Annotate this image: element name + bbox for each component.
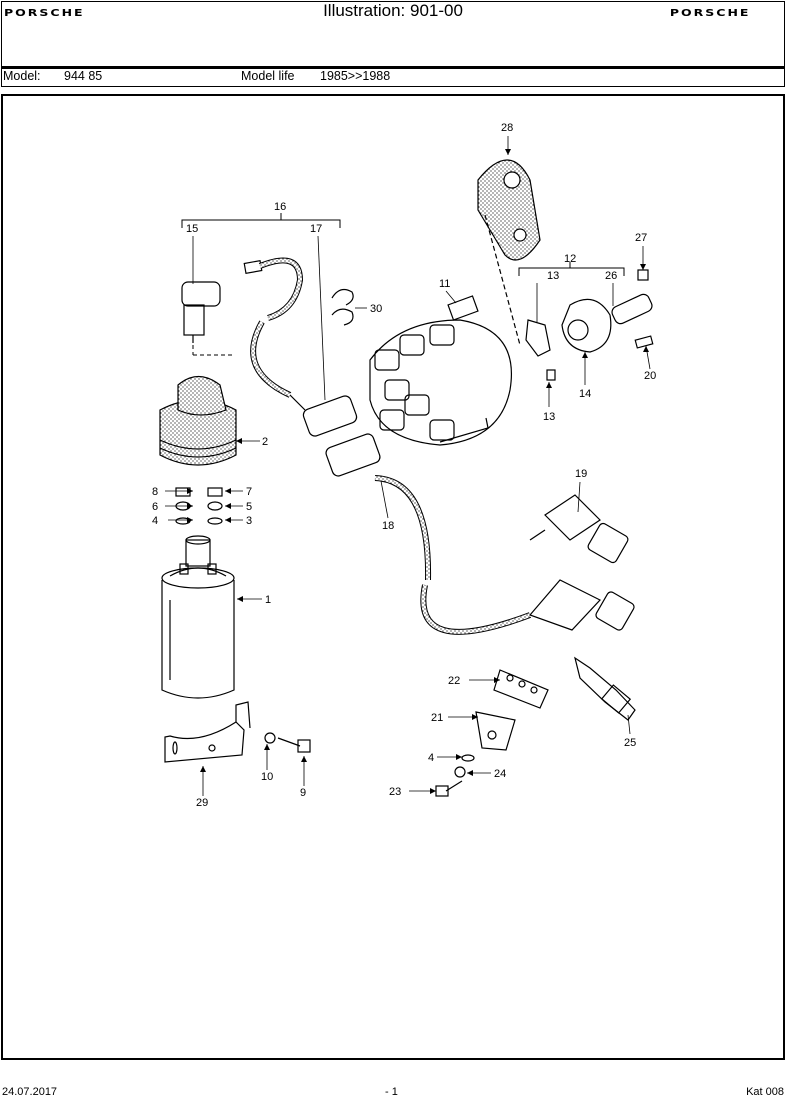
ignition-lead-16-drawing [243,257,358,437]
model-life-value: 1985>>1988 [320,69,391,83]
callout-11: 11 [439,278,450,290]
gasket-28-drawing [477,159,541,346]
model-value: 944 85 [64,69,103,83]
callout-4a: 4 [152,515,158,527]
illustration-title: Illustration: 901-00 [323,1,463,20]
spark-plug-drawing [574,656,636,721]
callout-10: 10 [261,771,273,783]
callout-17: 17 [310,223,322,235]
callout-16: 16 [274,201,286,213]
callout-3: 3 [246,515,252,527]
callout-6: 6 [152,501,158,513]
callout-19: 19 [575,468,587,480]
callout-24: 24 [494,768,506,780]
callout-18: 18 [382,520,394,532]
callout-labels: 1 2 3 4 5 6 7 8 9 10 11 12 13 13 14 15 1… [152,122,656,809]
model-life-label: Model life [241,69,295,83]
rotor-assembly-drawing [525,269,654,381]
ignition-lead-18-drawing [325,433,635,635]
model-bar [1,68,785,87]
footer-date: 24.07.2017 [2,1086,58,1098]
callout-2: 2 [262,436,268,448]
footer-catalog: Kat 008 [746,1086,784,1098]
callout-20: 20 [644,370,656,382]
callout-26: 26 [605,270,617,282]
callout-25: 25 [624,737,636,749]
callout-13a: 13 [547,270,559,282]
clip-30-drawing [331,288,354,326]
callout-1: 1 [265,594,271,606]
callout-4b: 4 [428,752,434,764]
coil-bracket-drawing [164,701,311,763]
distributor-cap-drawing [369,295,512,446]
callout-9: 9 [300,787,306,799]
callout-29: 29 [196,797,208,809]
callout-12: 12 [564,253,576,265]
model-label: Model: [3,69,41,83]
nuts-washers-drawing [175,487,223,525]
connector-19-drawing [529,494,629,564]
callout-13b: 13 [543,411,555,423]
callout-5: 5 [246,501,252,513]
coil-boot-drawing [159,375,237,466]
callout-23: 23 [389,786,401,798]
callout-15: 15 [186,223,198,235]
callout-14: 14 [579,388,591,400]
leader-lines [165,136,651,796]
connector-plate-drawing [435,669,549,797]
drawing-area [1,94,785,1060]
callout-22: 22 [448,675,460,687]
ignition-coil-drawing [161,535,235,699]
footer-page: - 1 [385,1086,398,1098]
connector-15-drawing [181,281,221,343]
leader-arrowheads [187,149,649,794]
callout-27: 27 [635,232,647,244]
callout-7: 7 [246,486,252,498]
porsche-logo-left: PORSCHE [4,8,85,19]
callout-30: 30 [370,303,382,315]
group-brackets [181,213,625,356]
header-box [1,1,785,68]
callout-8: 8 [152,486,158,498]
callout-28: 28 [501,122,513,134]
porsche-logo-right: PORSCHE [669,8,750,19]
callout-21: 21 [431,712,443,724]
